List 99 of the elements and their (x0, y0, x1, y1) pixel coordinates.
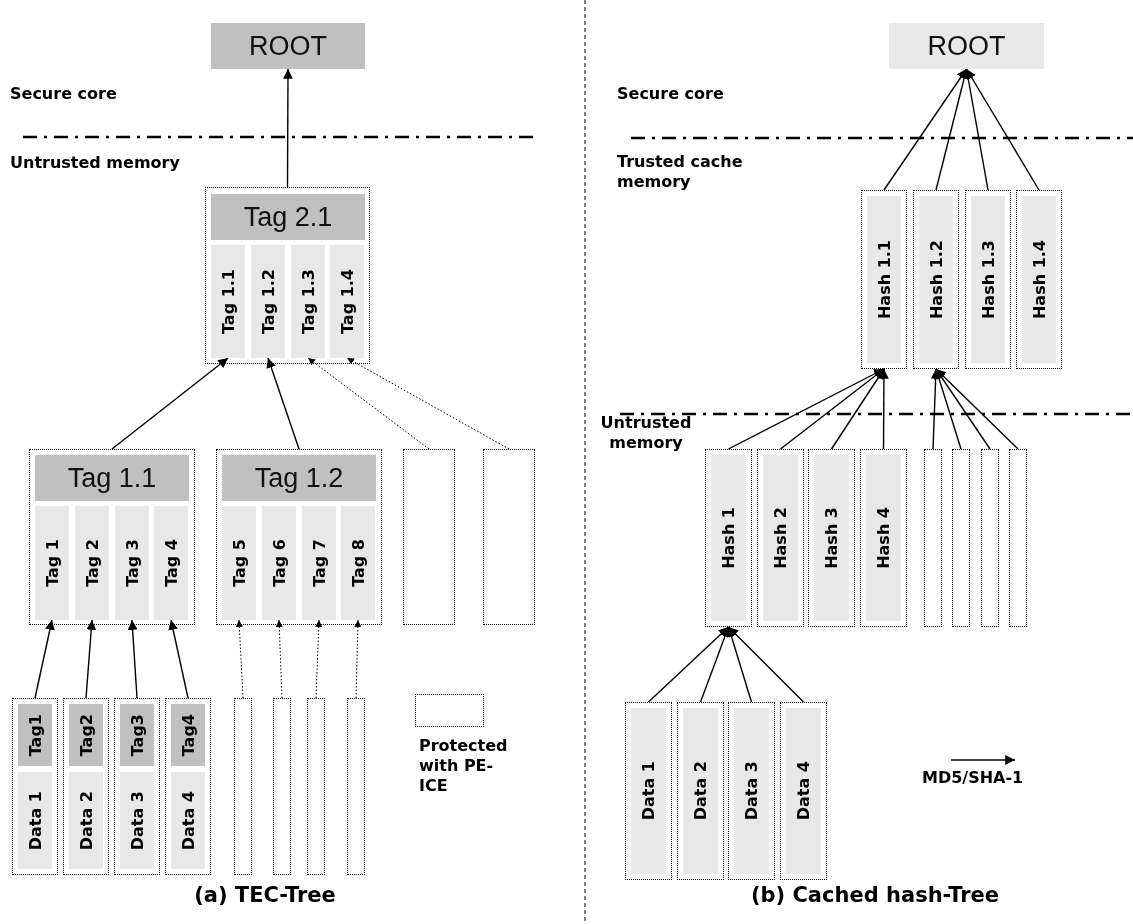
arrow (34, 619, 55, 699)
arrow (315, 619, 323, 699)
arrow (346, 357, 510, 450)
arrow (307, 357, 430, 450)
memory-cell: Hash 1.4 (1022, 196, 1056, 363)
memory-cell: Data 3 (120, 772, 154, 869)
arrow (726, 626, 753, 703)
arrow (879, 368, 889, 450)
memory-cell: Tag 5 (222, 506, 256, 620)
tag-cell: Tag2 (69, 704, 103, 766)
dotted-block (757, 449, 804, 627)
arrow (354, 619, 362, 699)
memory-cell: Tag 4 (154, 506, 188, 620)
memory-cell: Tag 3 (115, 506, 149, 620)
tag-header: Tag 2.1 (211, 194, 365, 240)
memory-cell: Data 2 (683, 708, 718, 874)
memory-cell: Tag 1 (35, 506, 69, 620)
memory-cell: Hash 1.2 (919, 196, 953, 363)
arrow (127, 619, 138, 699)
region-label: Untrusted memory (599, 413, 693, 453)
dotted-block (165, 698, 211, 875)
dotted-block (913, 190, 959, 369)
arrow (883, 68, 968, 191)
dotted-block (234, 698, 252, 875)
dotted-block (63, 698, 109, 875)
tag-header: Tag 1.1 (35, 455, 189, 501)
root-node: ROOT (211, 23, 365, 69)
region-label: Secure core (617, 84, 725, 104)
subfigure-caption: (a) TEC-Tree (193, 882, 337, 909)
dotted-block (808, 449, 855, 627)
memory-cell: Data 1 (18, 772, 52, 869)
arrow (85, 619, 97, 699)
tag-cell: Tag4 (171, 704, 205, 766)
arrow (235, 619, 244, 699)
memory-cell: Tag 1.4 (330, 245, 364, 358)
arrow (266, 357, 300, 450)
memory-cell: Hash 1.3 (971, 196, 1005, 363)
dotted-block (860, 449, 907, 627)
region-label: Secure core (10, 84, 118, 104)
memory-cell: Tag 8 (341, 506, 375, 620)
subfigure-caption: (b) Cached hash-Tree (749, 882, 1001, 909)
dotted-block (1016, 190, 1062, 369)
memory-cell: Hash 4 (866, 455, 901, 621)
memory-cell: Tag 7 (302, 506, 336, 620)
dotted-block (347, 698, 365, 875)
dotted-block (924, 449, 942, 627)
arrow (647, 626, 730, 703)
dotted-block (965, 190, 1011, 369)
arrow (830, 368, 885, 450)
dotted-block (483, 449, 535, 625)
dotted-block (403, 449, 455, 625)
dotted-block (216, 449, 382, 625)
region-label: Trusted cache memory (617, 152, 744, 192)
memory-cell: Tag 6 (262, 506, 296, 620)
dotted-block (12, 698, 58, 875)
memory-cell: Data 1 (631, 708, 666, 874)
region-label: Untrusted memory (10, 153, 181, 173)
memory-cell: Data 4 (786, 708, 821, 874)
tag-cell: Tag1 (18, 704, 52, 766)
memory-cell: Tag 1.3 (291, 245, 325, 358)
memory-cell: Data 2 (69, 772, 103, 869)
dotted-block (114, 698, 160, 875)
arrow (727, 626, 805, 703)
dotted-block (981, 449, 999, 627)
memory-cell: Data 3 (734, 708, 769, 874)
root-node: ROOT (889, 23, 1044, 69)
dotted-block (677, 702, 724, 880)
memory-cell: Hash 1 (711, 455, 746, 621)
tag-header: Tag 1.2 (222, 455, 376, 501)
memory-cell: Hash 1.1 (867, 196, 901, 363)
memory-cell: Hash 3 (814, 455, 849, 621)
arrow (275, 619, 283, 699)
dotted-block (307, 698, 325, 875)
dotted-block (705, 449, 752, 627)
memory-cell: Data 4 (171, 772, 205, 869)
legend-text: Protected with PE-ICE (419, 736, 509, 796)
dotted-block (780, 702, 827, 880)
arrow (779, 368, 885, 450)
arrow (111, 357, 229, 450)
memory-cell: Tag 1.1 (211, 245, 245, 358)
arrow (699, 626, 730, 703)
memory-cell: Tag 1.2 (251, 245, 285, 358)
memory-cell: Tag 2 (75, 506, 109, 620)
dotted-block (625, 702, 672, 880)
dotted-block (205, 187, 370, 364)
arrow (935, 368, 1019, 450)
dotted-block (1009, 449, 1027, 627)
dotted-block (861, 190, 907, 369)
arrow (168, 619, 189, 699)
legend-text: MD5/SHA-1 (922, 768, 1025, 788)
arrow (283, 68, 293, 188)
dotted-block (952, 449, 970, 627)
tag-cell: Tag3 (120, 704, 154, 766)
memory-cell: Hash 2 (763, 455, 798, 621)
arrow (965, 68, 1040, 191)
dotted-block (273, 698, 291, 875)
arrow (935, 368, 991, 450)
dotted-block (728, 702, 775, 880)
dotted-block (29, 449, 195, 625)
